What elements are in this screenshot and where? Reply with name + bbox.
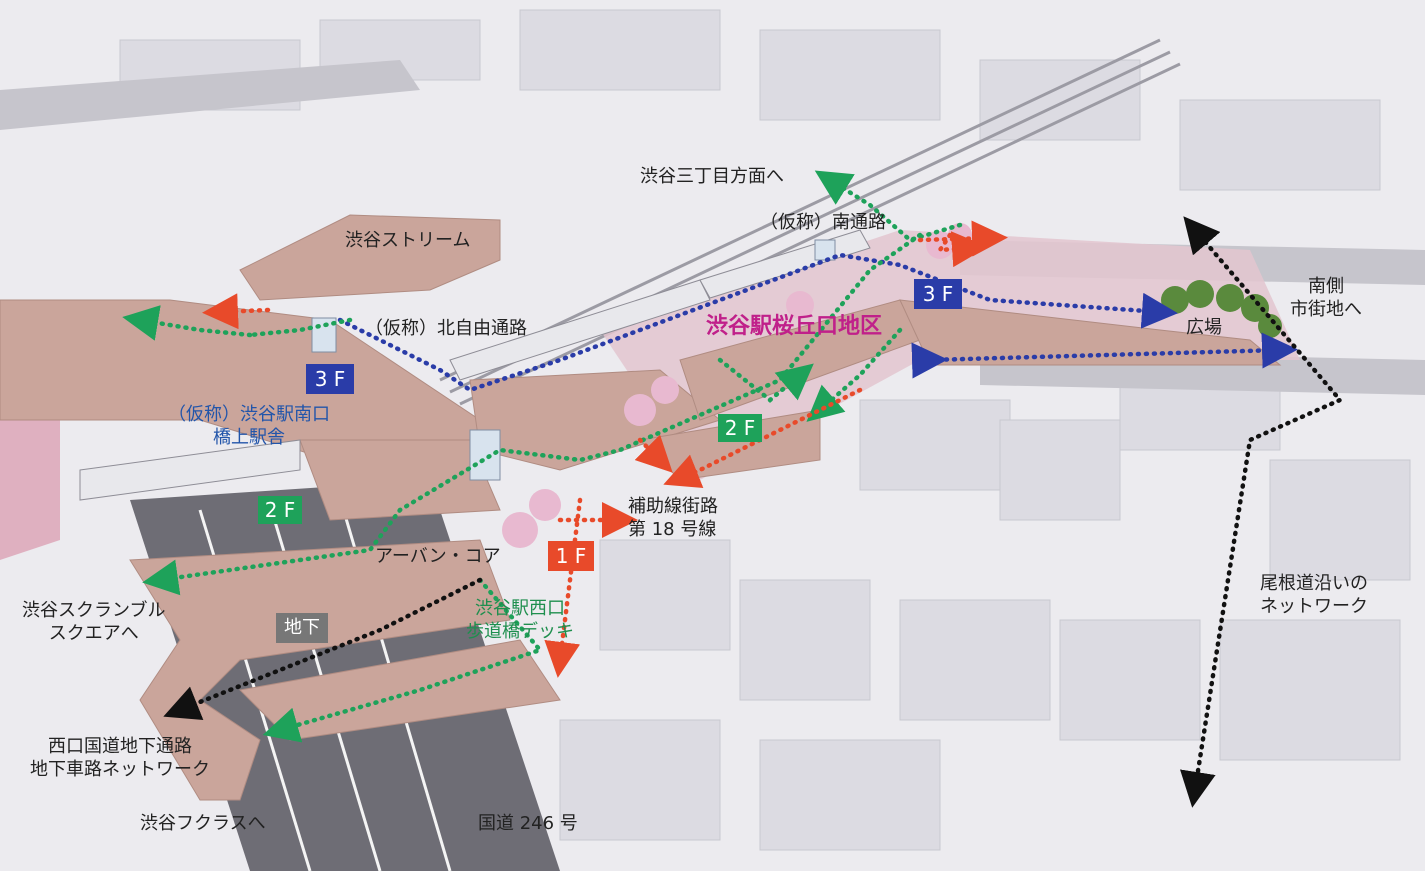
label-scramble-square: 渋谷スクランブル スクエアへ: [22, 600, 165, 645]
route-1f: [202, 220, 1008, 678]
label-south-town-line1: 南側: [1308, 276, 1344, 297]
label-aux-road-line2: 第 18 号線: [628, 518, 717, 540]
label-west-underground: 西口国道地下通路 地下車路ネットワーク: [30, 736, 210, 781]
label-sakuragaoka-district: 渋谷駅桜丘口地区: [706, 314, 883, 339]
pink-edge: [0, 400, 60, 560]
floor-badge-3f-right: 3 F: [914, 279, 962, 309]
label-south-exit: （仮称）渋谷駅南口 橋上駅舎: [168, 404, 330, 449]
label-ridge-line2: ネットワーク: [1260, 595, 1368, 617]
label-scramble-line2: スクエアへ: [48, 622, 139, 644]
label-north-passage: （仮称）北自由通路: [365, 318, 527, 339]
label-urban-core: アーバン・コア: [375, 546, 501, 567]
label-fukuras: 渋谷フクラスへ: [140, 813, 266, 834]
route-underground: [163, 216, 1344, 808]
label-south-passage: （仮称）南通路: [760, 212, 886, 233]
label-shibuya-stream: 渋谷ストリーム: [345, 230, 471, 251]
label-aux-road-line1: 補助線街路: [628, 496, 718, 517]
elevator-tower: [814, 239, 836, 261]
label-south-exit-line2: 橋上駅舎: [213, 426, 285, 448]
floor-badge-2f-left: 2 F: [258, 496, 302, 524]
label-west-ug-line1: 西口国道地下通路: [48, 736, 192, 757]
label-west-deck-line1: 渋谷駅西口: [475, 598, 565, 619]
label-south-exit-line1: （仮称）渋谷駅南口: [168, 404, 330, 425]
label-west-deck-line2: 歩道橋デッキ: [466, 620, 574, 642]
label-route-246: 国道 246 号: [478, 813, 578, 834]
label-ridge-network: 尾根道沿いの ネットワーク: [1260, 573, 1368, 618]
route-3f: [337, 252, 1298, 393]
floor-badge-3f-left: 3 F: [306, 364, 354, 394]
floor-badge-2f-right: 2 F: [718, 414, 762, 442]
underground-badge: 地下: [276, 613, 328, 643]
label-west-deck: 渋谷駅西口 歩道橋デッキ: [466, 598, 574, 643]
route-2f: [122, 170, 963, 743]
label-scramble-line1: 渋谷スクランブル: [22, 600, 166, 621]
label-south-town-line2: 市街地へ: [1290, 298, 1362, 320]
label-ridge-line1: 尾根道沿いの: [1260, 573, 1368, 594]
label-south-town: 南側 市街地へ: [1290, 276, 1362, 321]
floor-badge-1f: 1 F: [548, 541, 594, 571]
label-plaza: 広場: [1186, 317, 1222, 338]
elevator-tower: [469, 429, 501, 481]
label-west-ug-line2: 地下車路ネットワーク: [30, 758, 210, 780]
background-buildings: [119, 9, 1411, 851]
label-aux-road: 補助線街路 第 18 号線: [628, 496, 718, 541]
label-sanchome-direction: 渋谷三丁目方面へ: [640, 166, 784, 187]
